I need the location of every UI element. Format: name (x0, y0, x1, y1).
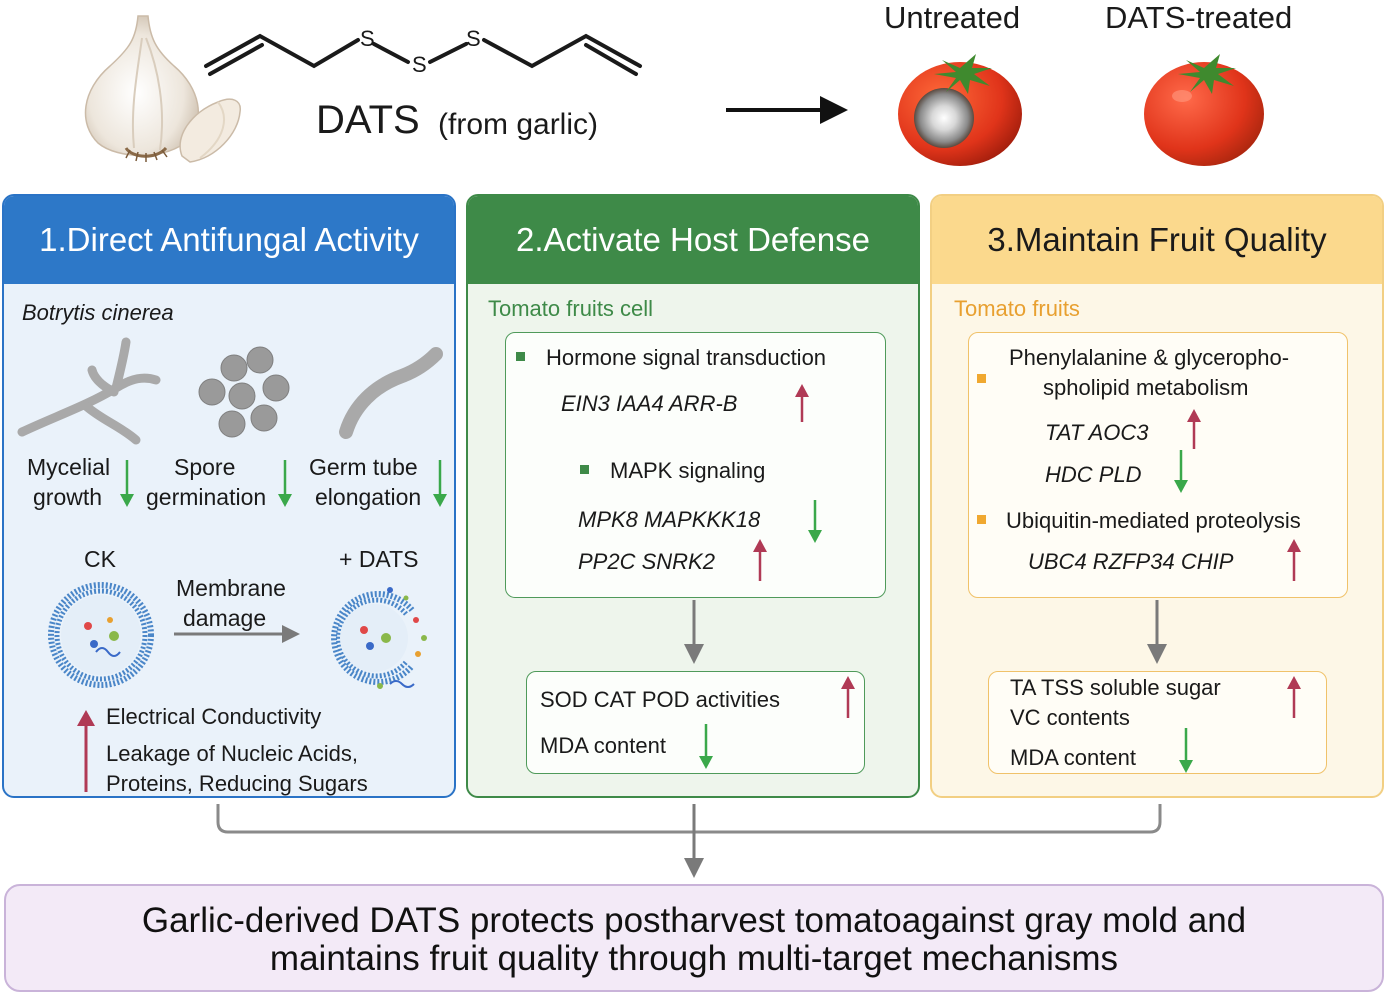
membrane-label-1: Membrane (176, 575, 286, 601)
effect-spore-line2: germination (146, 484, 267, 510)
damaged-cell-icon (331, 587, 427, 689)
dats-structure: S S S (204, 26, 642, 77)
membrane-label-2: damage (183, 605, 267, 631)
ub-genes: UBC4 RZFP34 CHIP (1028, 549, 1234, 574)
up-arrow-icon (795, 384, 809, 422)
panel2-title: 2.Activate Host Defense (468, 196, 918, 284)
germ-tube-icon (339, 347, 443, 439)
down-arrow-icon (1174, 450, 1188, 493)
panel2-subtitle: Tomato fruits cell (488, 296, 654, 321)
mapk-down-genes: MPK8 MAPKKK18 (578, 507, 761, 532)
treated-label: DATS-treated (1105, 0, 1293, 35)
merge-connector (216, 804, 1162, 878)
untreated-tomato-icon (898, 54, 1022, 166)
panel1-title: 1.Direct Antifungal Activity (4, 196, 454, 284)
quality-label-2: VC contents (1010, 705, 1130, 730)
down-genes: HDC PLD (1045, 462, 1142, 487)
down-arrow-icon (433, 460, 447, 507)
leakage-label-2: Proteins, Reducing Sugars (106, 771, 368, 796)
down-arrow-icon (1179, 728, 1193, 773)
enzymes-box (526, 671, 865, 774)
up-genes: TAT AOC3 (1045, 420, 1149, 445)
garlic-icon (84, 15, 241, 163)
panel2-mda-label: MDA content (540, 733, 666, 758)
pathway1-label-b: spholipid metabolism (1043, 375, 1249, 400)
bullet-icon (580, 465, 589, 474)
pathway2-label: Ubiquitin-mediated proteolysis (1006, 508, 1301, 533)
panel3-subtitle: Tomato fruits (954, 296, 1080, 321)
quality-box (988, 671, 1327, 774)
ck-label: CK (84, 546, 116, 572)
compound-label: DATS (316, 98, 420, 142)
panel-direct-antifungal: 1.Direct Antifungal Activity (2, 194, 456, 798)
up-arrow-icon (1187, 409, 1201, 449)
pathway1-label-a: Phenylalanine & glycerophо- (1009, 345, 1290, 370)
leakage-label-1: Leakage of Nucleic Acids, (106, 741, 358, 766)
effect-germ-line1: Germ tube (309, 454, 418, 480)
flow-arrow-icon (1147, 600, 1167, 664)
bullet-icon (977, 374, 986, 383)
metabolism-box (968, 332, 1348, 598)
flow-arrow-icon (684, 600, 704, 664)
down-arrow-icon (278, 460, 292, 507)
conclusion-box: Garlic-derived DATS protects postharvest… (4, 884, 1384, 992)
compound-source: (from garlic) (438, 108, 599, 141)
mapk-label: MAPK signaling (610, 458, 766, 483)
membrane-arrow-icon (174, 625, 300, 643)
untreated-label: Untreated (884, 0, 1021, 35)
up-arrow-icon (1287, 676, 1301, 718)
mycelium-icon (17, 337, 161, 445)
effect-spore-line1: Spore (174, 454, 236, 480)
organism-label: Botrytis cinerea (22, 300, 174, 325)
up-arrow-icon (753, 539, 767, 581)
down-arrow-icon (808, 500, 822, 543)
bullet-icon (977, 515, 986, 524)
panel3-title: 3.Maintain Fruit Quality (932, 196, 1382, 284)
down-arrow-icon (120, 460, 134, 507)
effect-mycelial-line2: growth (33, 484, 103, 510)
svg-text:S: S (360, 26, 375, 51)
intact-cell-icon (48, 582, 154, 688)
effect-germ-line2: elongation (315, 484, 422, 510)
signaling-box (505, 332, 886, 598)
svg-text:S: S (466, 26, 481, 51)
up-arrow-icon (1287, 539, 1301, 581)
dats-treatment-label: + DATS (339, 546, 419, 572)
conductivity-label: Electrical Conductivity (106, 704, 322, 729)
up-arrow-icon (841, 676, 855, 718)
enzymes-label: SOD CAT POD activities (540, 687, 781, 712)
up-arrow-icon (77, 710, 95, 792)
spores-icon (198, 346, 290, 438)
mapk-up-genes: PP2C SNRK2 (578, 549, 715, 574)
quality-label-1: TA TSS soluble sugar (1010, 675, 1221, 700)
conclusion-line-2: maintains fruit quality through multi-ta… (269, 939, 1119, 978)
hormone-label: Hormone signal transduction (546, 345, 827, 370)
panel3-mda-label: MDA content (1010, 745, 1136, 770)
bullet-icon (516, 352, 525, 361)
effect-mycelial-line1: Mycelial (27, 454, 111, 480)
hormone-genes: EIN3 IAA4 ARR-B (561, 391, 738, 416)
treated-tomato-icon (1144, 54, 1264, 166)
arrow-right-icon (726, 96, 848, 124)
down-arrow-icon (699, 724, 713, 769)
svg-text:S: S (412, 52, 427, 77)
conclusion-line-1: Garlic-derived DATS protects postharvest… (141, 901, 1247, 940)
